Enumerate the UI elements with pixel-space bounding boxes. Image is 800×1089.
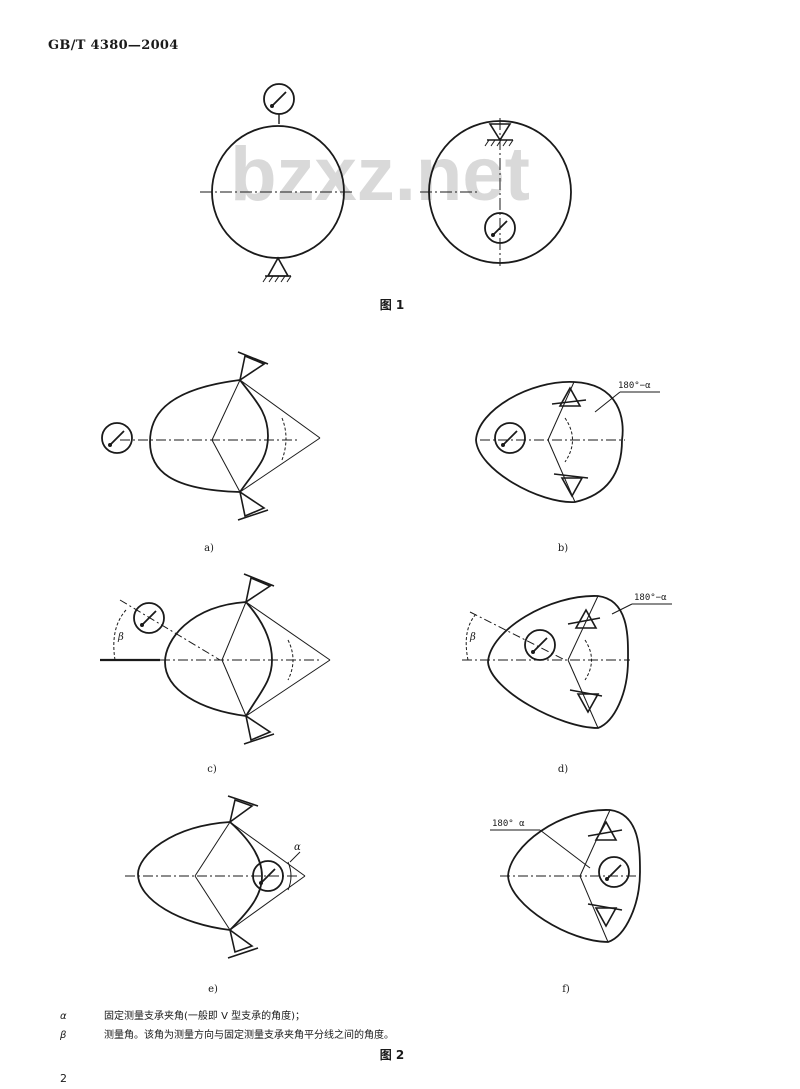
note-text: 固定测量支承夹角(一般即 V 型支承的角度)； (104, 1011, 306, 1022)
angle-label-d: 180°−α (634, 593, 667, 603)
v-support-icon (227, 928, 259, 959)
v-support-icon (587, 820, 623, 841)
v-support-icon (243, 714, 275, 745)
figure1-left (200, 83, 352, 282)
figure2-a (101, 351, 321, 521)
angle-label-c-beta: β (117, 632, 124, 643)
subfigure-label-c: c) (207, 764, 217, 775)
subfigure-label-f: f) (562, 984, 570, 995)
v-support-icon (263, 258, 291, 282)
figure1 (200, 83, 572, 282)
figure2-b (475, 381, 660, 503)
figure2-e (125, 795, 306, 959)
dial-gauge-icon (598, 856, 630, 888)
subfigure-label-a: a) (204, 543, 214, 554)
angle-label-f: 180° α (492, 819, 525, 829)
v-support-icon (243, 573, 275, 604)
dial-gauge-icon (263, 83, 295, 115)
document-code: GB/T 4380—2004 (48, 38, 179, 53)
subfigure-label-e: e) (208, 984, 218, 995)
note-text: 测量角。该角为测量方向与固定测量支承夹角平分线之间的角度。 (104, 1030, 394, 1041)
v-support-icon (553, 473, 589, 498)
subfigure-label-d: d) (557, 764, 569, 775)
figure2-caption: 图 2 (379, 1048, 405, 1062)
angle-label-b: 180°−α (618, 381, 651, 391)
subfigure-label-b: b) (557, 543, 569, 554)
figure1-right (420, 118, 572, 266)
v-support-icon (587, 903, 623, 928)
page-number: 2 (60, 1072, 67, 1085)
figure1-caption: 图 1 (379, 298, 405, 312)
dial-gauge-icon (494, 422, 526, 454)
v-support-icon (484, 123, 514, 147)
dial-gauge-icon (524, 629, 556, 661)
v-support-icon (237, 490, 269, 521)
v-support-icon (567, 608, 601, 629)
note-beta: β 测量角。该角为测量方向与固定测量支承夹角平分线之间的角度。 (60, 1026, 394, 1041)
figure2-d (462, 595, 672, 729)
v-support-icon (237, 351, 269, 382)
note-alpha: α 固定测量支承夹角(一般即 V 型支承的角度)； (60, 1007, 305, 1022)
angle-label-d-beta: β (469, 632, 476, 643)
note-key: β (60, 1030, 67, 1041)
v-support-icon (569, 689, 603, 714)
angle-label-e-alpha: α (294, 842, 301, 853)
v-support-icon (551, 386, 587, 407)
dial-gauge-icon (133, 602, 165, 634)
figure2-f (490, 809, 641, 943)
figure2-c (100, 573, 331, 745)
note-key: α (60, 1011, 67, 1022)
v-support-icon (227, 795, 259, 824)
dial-gauge-icon (101, 422, 133, 454)
